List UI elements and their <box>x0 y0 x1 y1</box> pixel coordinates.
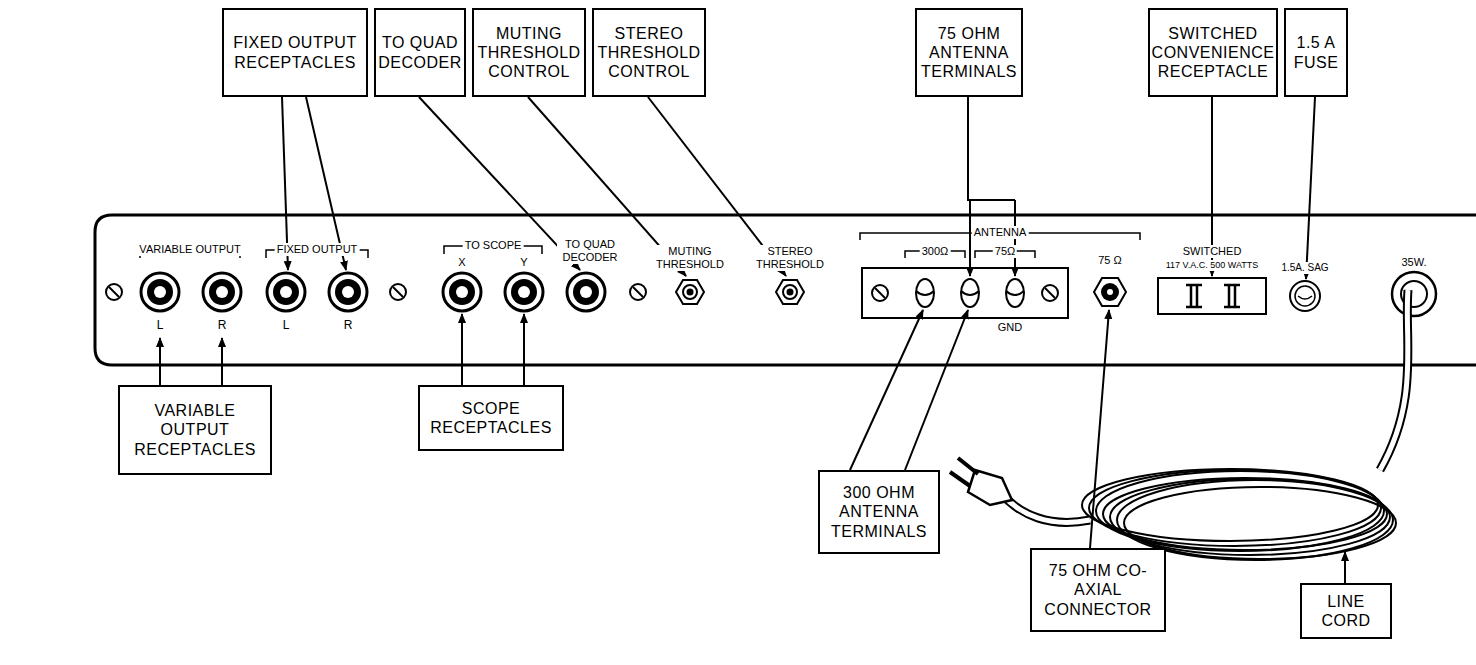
callout-text: 75 OHM ANTENNA TERMINALS <box>921 24 1017 82</box>
callout-text: SWITCHED CONVENIENCE RECEPTACLE <box>1152 24 1275 82</box>
panel-label: SWITCHED <box>1181 245 1244 258</box>
callout-text: 1.5 A FUSE <box>1291 33 1341 71</box>
callout-text: SCOPE RECEPTACLES <box>425 399 557 437</box>
callout-text: 75 OHM CO-AXIAL CONNECTOR <box>1037 561 1159 619</box>
callout-box: SWITCHED CONVENIENCE RECEPTACLE <box>1148 8 1278 97</box>
callout-box: TO QUAD DECODER <box>374 8 466 97</box>
panel-label: 300Ω <box>920 245 951 258</box>
callout-box: 300 OHM ANTENNA TERMINALS <box>818 470 940 554</box>
callout-text: VARIABLE OUTPUT RECEPTACLES <box>125 401 265 459</box>
panel-label: ANTENNA <box>972 226 1029 239</box>
callout-box: 75 OHM ANTENNA TERMINALS <box>915 8 1023 97</box>
panel-label: GND <box>996 321 1024 334</box>
callout-text: LINE CORD <box>1307 592 1385 630</box>
panel-label: R <box>216 318 229 332</box>
panel-label: MUTING THRESHOLD <box>650 245 730 271</box>
callout-text: MUTING THRESHOLD CONTROL <box>477 24 580 82</box>
callout-box: LINE CORD <box>1300 583 1392 639</box>
panel-label: 35W. <box>1399 256 1428 269</box>
panel-label: STEREO THRESHOLD <box>750 245 830 271</box>
panel-label: 75Ω <box>993 245 1017 258</box>
panel-label: R <box>342 318 355 332</box>
callout-box: FIXED OUTPUT RECEPTACLES <box>222 8 368 97</box>
callout-box: MUTING THRESHOLD CONTROL <box>472 8 586 97</box>
callout-text: FIXED OUTPUT RECEPTACLES <box>229 33 361 71</box>
panel-label: X <box>456 256 467 269</box>
callout-box: 1.5 A FUSE <box>1284 8 1348 97</box>
panel-label: Y <box>518 256 529 269</box>
panel-label: 117 V.A.C. 500 WATTS <box>1164 260 1261 271</box>
panel-label: VARIABLE OUTPUT <box>137 243 242 256</box>
callout-text: 300 OHM ANTENNA TERMINALS <box>825 483 933 541</box>
callout-box: 75 OHM CO-AXIAL CONNECTOR <box>1030 548 1166 632</box>
panel-label: 75 Ω <box>1096 254 1124 267</box>
panel-label: 1.5A. SAG <box>1279 262 1330 274</box>
callout-box: STEREO THRESHOLD CONTROL <box>592 8 706 97</box>
panel-label: TO SCOPE <box>463 239 524 252</box>
panel-label: L <box>155 318 166 332</box>
panel-label: FIXED OUTPUT <box>275 243 360 256</box>
callout-text: STEREO THRESHOLD CONTROL <box>597 24 700 82</box>
panel-label: L <box>281 318 292 332</box>
callout-box: VARIABLE OUTPUT RECEPTACLES <box>118 385 272 475</box>
callout-text: TO QUAD DECODER <box>378 33 462 71</box>
panel-label: TO QUAD DECODER <box>557 238 623 264</box>
callout-box: SCOPE RECEPTACLES <box>418 385 564 451</box>
